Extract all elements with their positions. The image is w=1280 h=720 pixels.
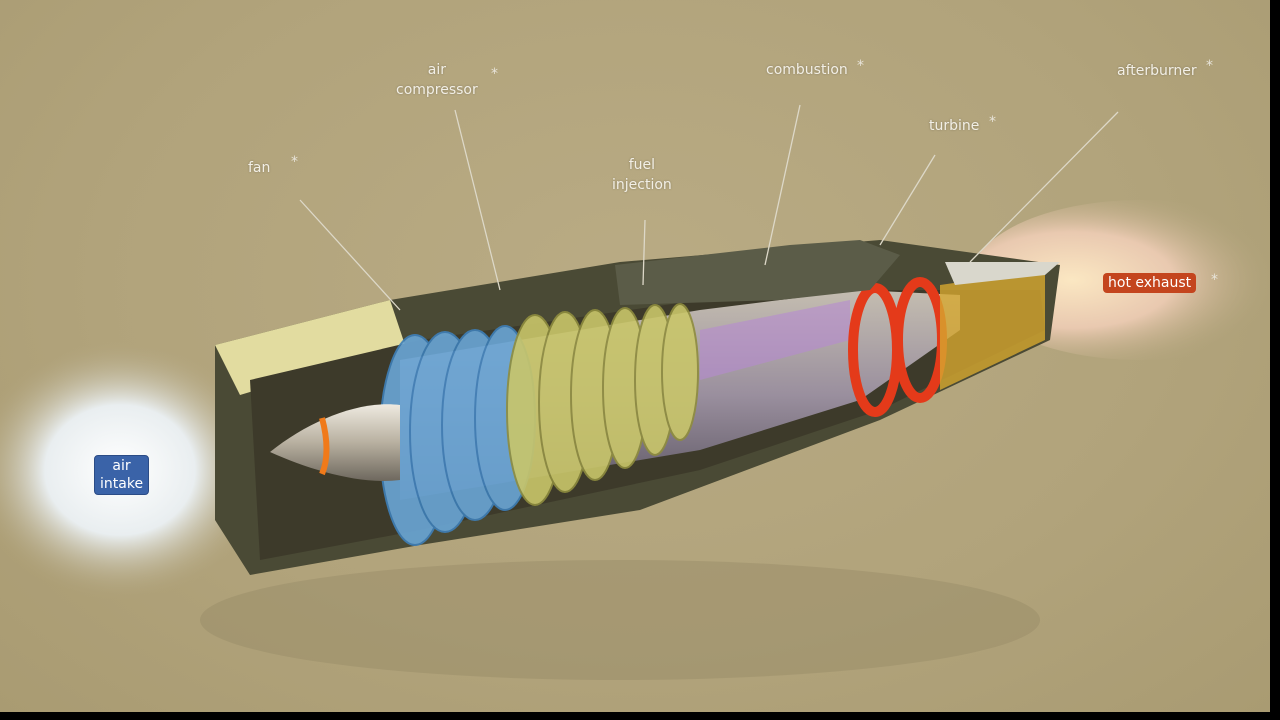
leader-lines: [299, 104, 1119, 311]
compressor-stages: [506, 303, 699, 506]
label-fuel-injection: fuel injection: [612, 157, 672, 193]
shadow: [200, 560, 1040, 680]
hotspot-afterburner[interactable]: *: [1206, 58, 1213, 74]
nose-cone-stripe: [319, 417, 330, 476]
label-air-compressor: air compressor: [396, 62, 478, 98]
nose-cone: [270, 404, 400, 481]
nacelle-lip: [215, 300, 405, 395]
hotspot-hot-exhaust[interactable]: *: [1211, 272, 1218, 288]
hot-exhaust-tag[interactable]: hot exhaust: [1103, 273, 1197, 293]
combustion-chamber: [700, 300, 850, 380]
label-afterburner: afterburner: [1117, 63, 1197, 79]
hotspot-fan[interactable]: *: [291, 154, 298, 170]
label-fan: fan: [248, 160, 271, 176]
hotspot-air-compressor[interactable]: *: [491, 66, 498, 82]
hotspot-turbine[interactable]: *: [989, 114, 996, 130]
label-turbine: turbine: [929, 118, 980, 134]
label-combustion: combustion: [766, 62, 848, 78]
afterburner-nozzle-flap: [945, 262, 1060, 285]
hotspot-combustion[interactable]: *: [857, 58, 864, 74]
afterburner-section: [940, 270, 1045, 390]
air-intake-tag[interactable]: air intake: [94, 455, 150, 495]
top-housing: [615, 240, 900, 305]
